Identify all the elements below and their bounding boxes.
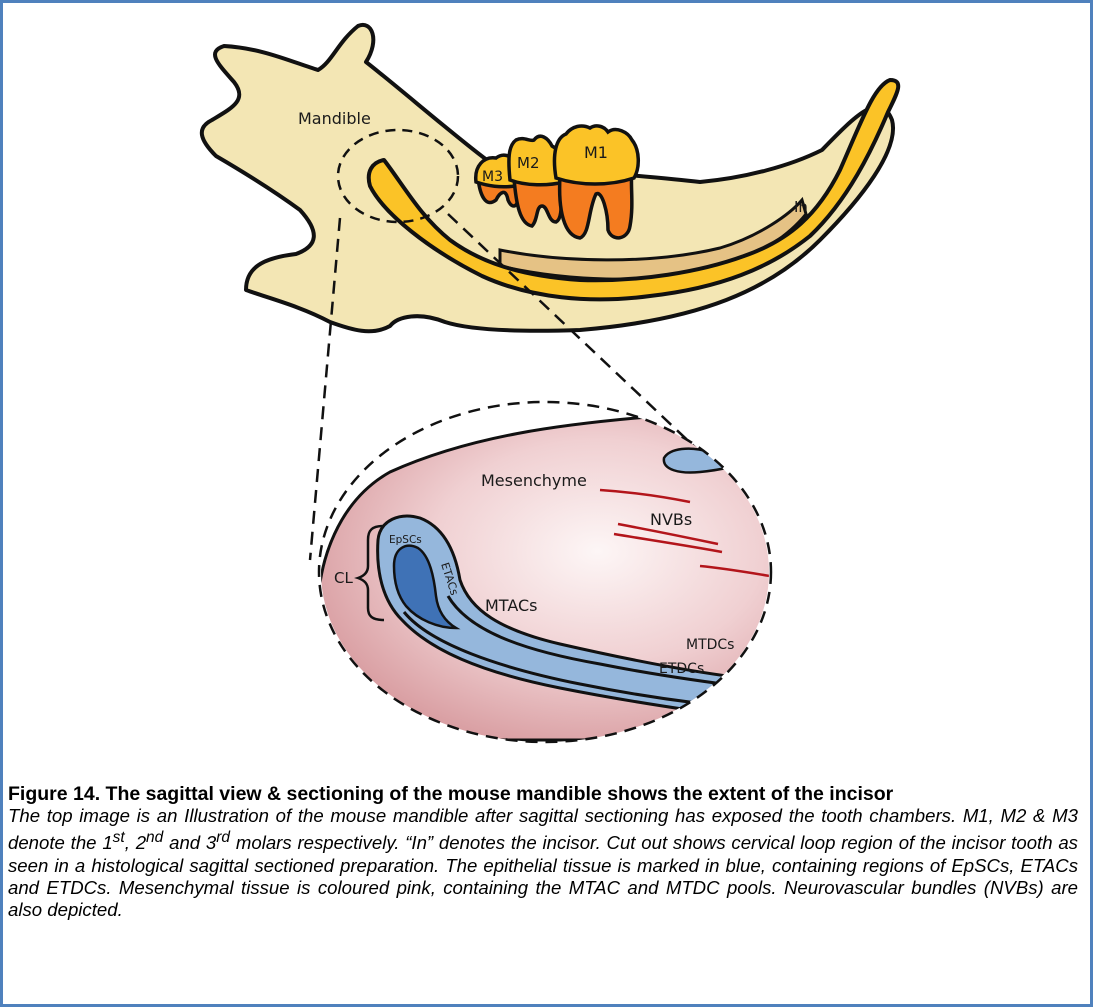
m3-label: M3 [482, 169, 503, 185]
mandible-illustration: Mandible M1 M2 M3 In [202, 25, 898, 331]
nvbs-label: NVBs [650, 510, 692, 529]
mtdcs-label: MTDCs [686, 637, 734, 653]
mandible-incisor-diagram: Mandible M1 M2 M3 In [0, 0, 1093, 780]
mandible-label: Mandible [298, 109, 371, 128]
caption-body-part-3: and 3 [163, 832, 216, 853]
m2-label: M2 [517, 154, 540, 172]
epscs-label: EpSCs [389, 534, 422, 546]
incisor-label: In [794, 198, 808, 216]
caption-title: Figure 14. The sagittal view & sectionin… [8, 783, 1078, 805]
etdcs-label: ETDCs [659, 661, 704, 677]
cervical-loop-cutout: Mesenchyme NVBs CL EpSCs ETACs MTACs MTD… [318, 402, 800, 742]
mtacs-label: MTACs [485, 596, 538, 615]
cl-label: CL [334, 569, 353, 587]
caption-body: The top image is an Illustration of the … [8, 805, 1078, 922]
m1-label: M1 [584, 143, 608, 162]
caption-sup-3: rd [216, 829, 230, 846]
caption-body-part-2: , 2 [125, 832, 146, 853]
caption-sup-2: nd [146, 829, 163, 846]
caption-sup-1: st [113, 829, 125, 846]
mesenchyme-label: Mesenchyme [481, 471, 587, 490]
figure-caption: Figure 14. The sagittal view & sectionin… [8, 783, 1078, 922]
